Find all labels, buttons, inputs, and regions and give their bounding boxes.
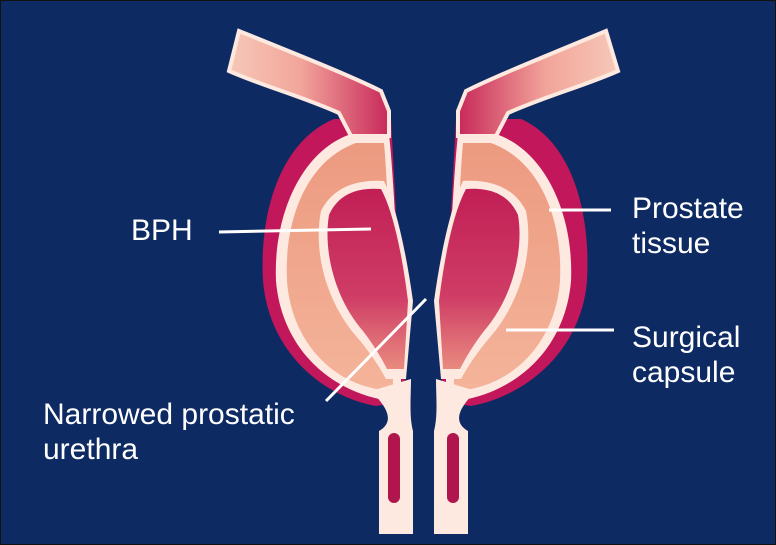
narrowed-urethra-label-line2: urethra bbox=[43, 433, 139, 466]
left-half bbox=[226, 28, 413, 534]
narrowed-urethra-label-line1: Narrowed prostatic bbox=[43, 398, 295, 431]
right-half bbox=[434, 28, 621, 534]
right-bladder-neck-tube bbox=[456, 28, 621, 138]
narrowed-urethra-label: Narrowed prostatic urethra bbox=[43, 397, 295, 467]
right-urethra-vessel bbox=[447, 433, 459, 503]
left-urethra-vessel bbox=[388, 433, 400, 503]
left-bph-tissue bbox=[327, 188, 408, 369]
urethra-leader-line bbox=[324, 297, 428, 403]
surgical-capsule-label-line1: Surgical bbox=[632, 321, 741, 354]
prostate-tissue-label: Prostate tissue bbox=[632, 191, 744, 261]
surgical-capsule-label: Surgical capsule bbox=[632, 320, 740, 390]
bph-leader-line bbox=[218, 227, 372, 234]
left-bladder-neck-tube bbox=[226, 28, 391, 138]
bph-label-text: BPH bbox=[131, 214, 193, 247]
prostate-tissue-label-line1: Prostate bbox=[632, 192, 744, 225]
right-bph-tissue bbox=[439, 188, 520, 369]
surgical-capsule-label-line2: capsule bbox=[632, 356, 736, 389]
bph-label: BPH bbox=[131, 213, 193, 248]
prostate-tissue-label-line2: tissue bbox=[632, 227, 711, 260]
